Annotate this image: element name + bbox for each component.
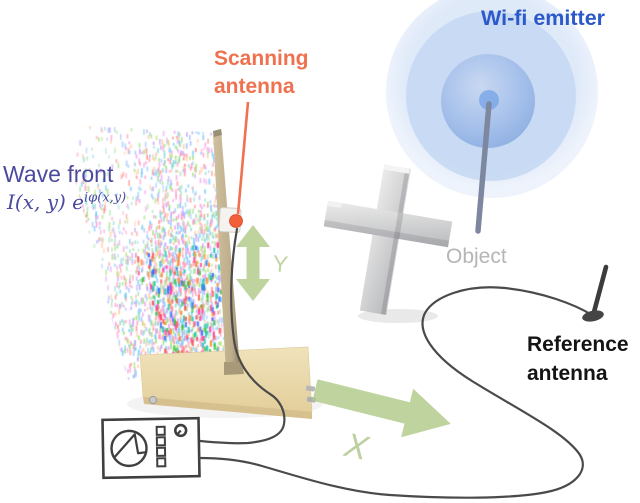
reference-antenna-label: Reference antenna [527, 330, 629, 388]
wavefront-formula-exponent: iφ(x,y) [84, 190, 127, 206]
y-axis-arrow [236, 225, 270, 301]
knob-icon [173, 423, 188, 438]
wifi-emitter-antenna-rod [475, 101, 492, 234]
reference-antenna-label-line1: Reference [527, 333, 629, 356]
plate-wheel [148, 395, 158, 405]
base-plate [139, 346, 317, 419]
reference-antenna [582, 264, 609, 322]
wavefront-speckle-pattern [55, 118, 245, 390]
scanning-antenna-pointer-line [236, 101, 250, 215]
plate-connector [305, 385, 316, 392]
scanning-antenna-label-line2: antenna [214, 75, 295, 98]
wifi-emitter-sphere [386, 0, 598, 198]
x-axis-label: X [340, 426, 372, 468]
measurement-instrument [101, 416, 201, 480]
reference-antenna-base [582, 310, 604, 322]
scanning-antenna-label-line1: Scanning [214, 47, 309, 70]
y-axis-label: Y [272, 250, 290, 277]
scanning-antenna-dot [229, 214, 243, 228]
cross-object [323, 164, 453, 315]
scanning-antenna-label: Scanning antenna [214, 45, 309, 101]
wavefront-label: Wave front [3, 161, 114, 187]
oscilloscope-screen-icon [110, 429, 148, 468]
wifi-emitter-label: Wi-fi emitter [481, 6, 606, 30]
reference-antenna-cable [198, 286, 594, 499]
x-axis-arrow [312, 379, 451, 438]
object-label: Object [446, 245, 507, 268]
reference-antenna-rod [591, 264, 609, 315]
waveform-icon [113, 433, 148, 459]
wavefront-formula: I(x, y) eiφ(x,y) [7, 190, 126, 214]
wavefront-formula-base: I(x, y) e [7, 190, 84, 214]
scanner-pole [213, 129, 244, 375]
reference-antenna-label-line2: antenna [527, 362, 608, 385]
scanning-antenna-cable [198, 227, 286, 445]
button-column-icon [155, 425, 167, 468]
